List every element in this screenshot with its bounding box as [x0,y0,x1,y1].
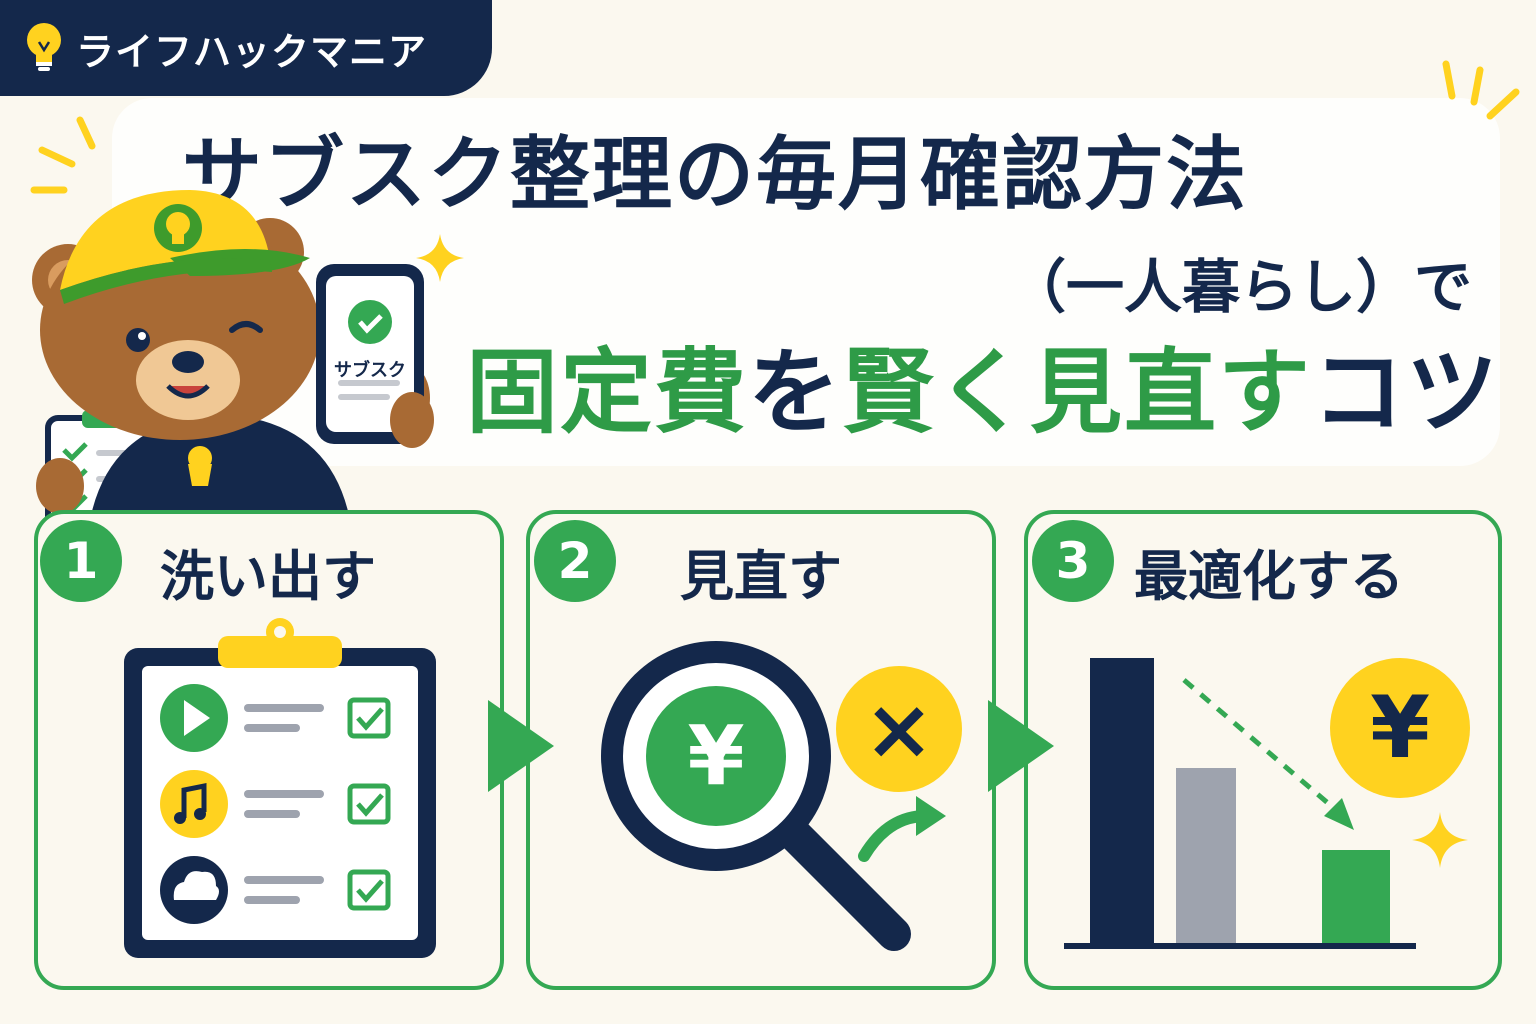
arrow-right-icon-2 [988,700,1054,792]
step-label-3: 最適化する [1134,545,1404,608]
sparkle-icon-step3 [1412,812,1468,868]
sparkle-icon [416,234,464,282]
arrow-right-icon-1 [488,700,554,792]
title-tips-fixed-cost: 固定費 [466,339,749,446]
close-icon: × [863,680,935,778]
burst-lines-left [30,116,96,194]
step-label-2: 見直す [680,545,842,608]
yen-symbol-step2: ¥ [687,708,745,804]
step-label-1: 洗い出す [160,545,376,608]
step-number-3: 3 [1032,520,1114,602]
burst-lines-right [1442,60,1520,120]
title-subtitle: （一人暮らし）で [1008,253,1473,321]
title-tips-review: 賢く見直す [842,339,1313,446]
step-number-2: 2 [534,520,616,602]
title-tips: 固定費を賢く見直すコツ [466,318,1500,451]
brand-tag: ライフハックマニア [0,0,492,96]
brand-name: ライフハックマニア [76,29,428,74]
cancel-badge [836,666,962,792]
title-tips-kotsu: コツ [1312,339,1501,446]
mascot-phone [316,264,424,444]
bear-mascot [32,190,434,520]
phone-label: サブスク [334,360,406,381]
clipboard-checklist-icon [124,618,436,958]
yen-coin-icon [1330,658,1470,798]
title-tips-particle: を [748,339,843,446]
curved-arrow-icon [858,796,946,862]
lightbulb-icon [27,23,61,71]
title-main: サブスク整理の毎月確認方法 [182,128,1248,221]
step-number-1: 1 [40,520,122,602]
cost-reduction-chart-icon [1064,658,1416,949]
yen-symbol-step3: ¥ [1370,678,1430,778]
magnifier-yen-icon [601,641,911,951]
